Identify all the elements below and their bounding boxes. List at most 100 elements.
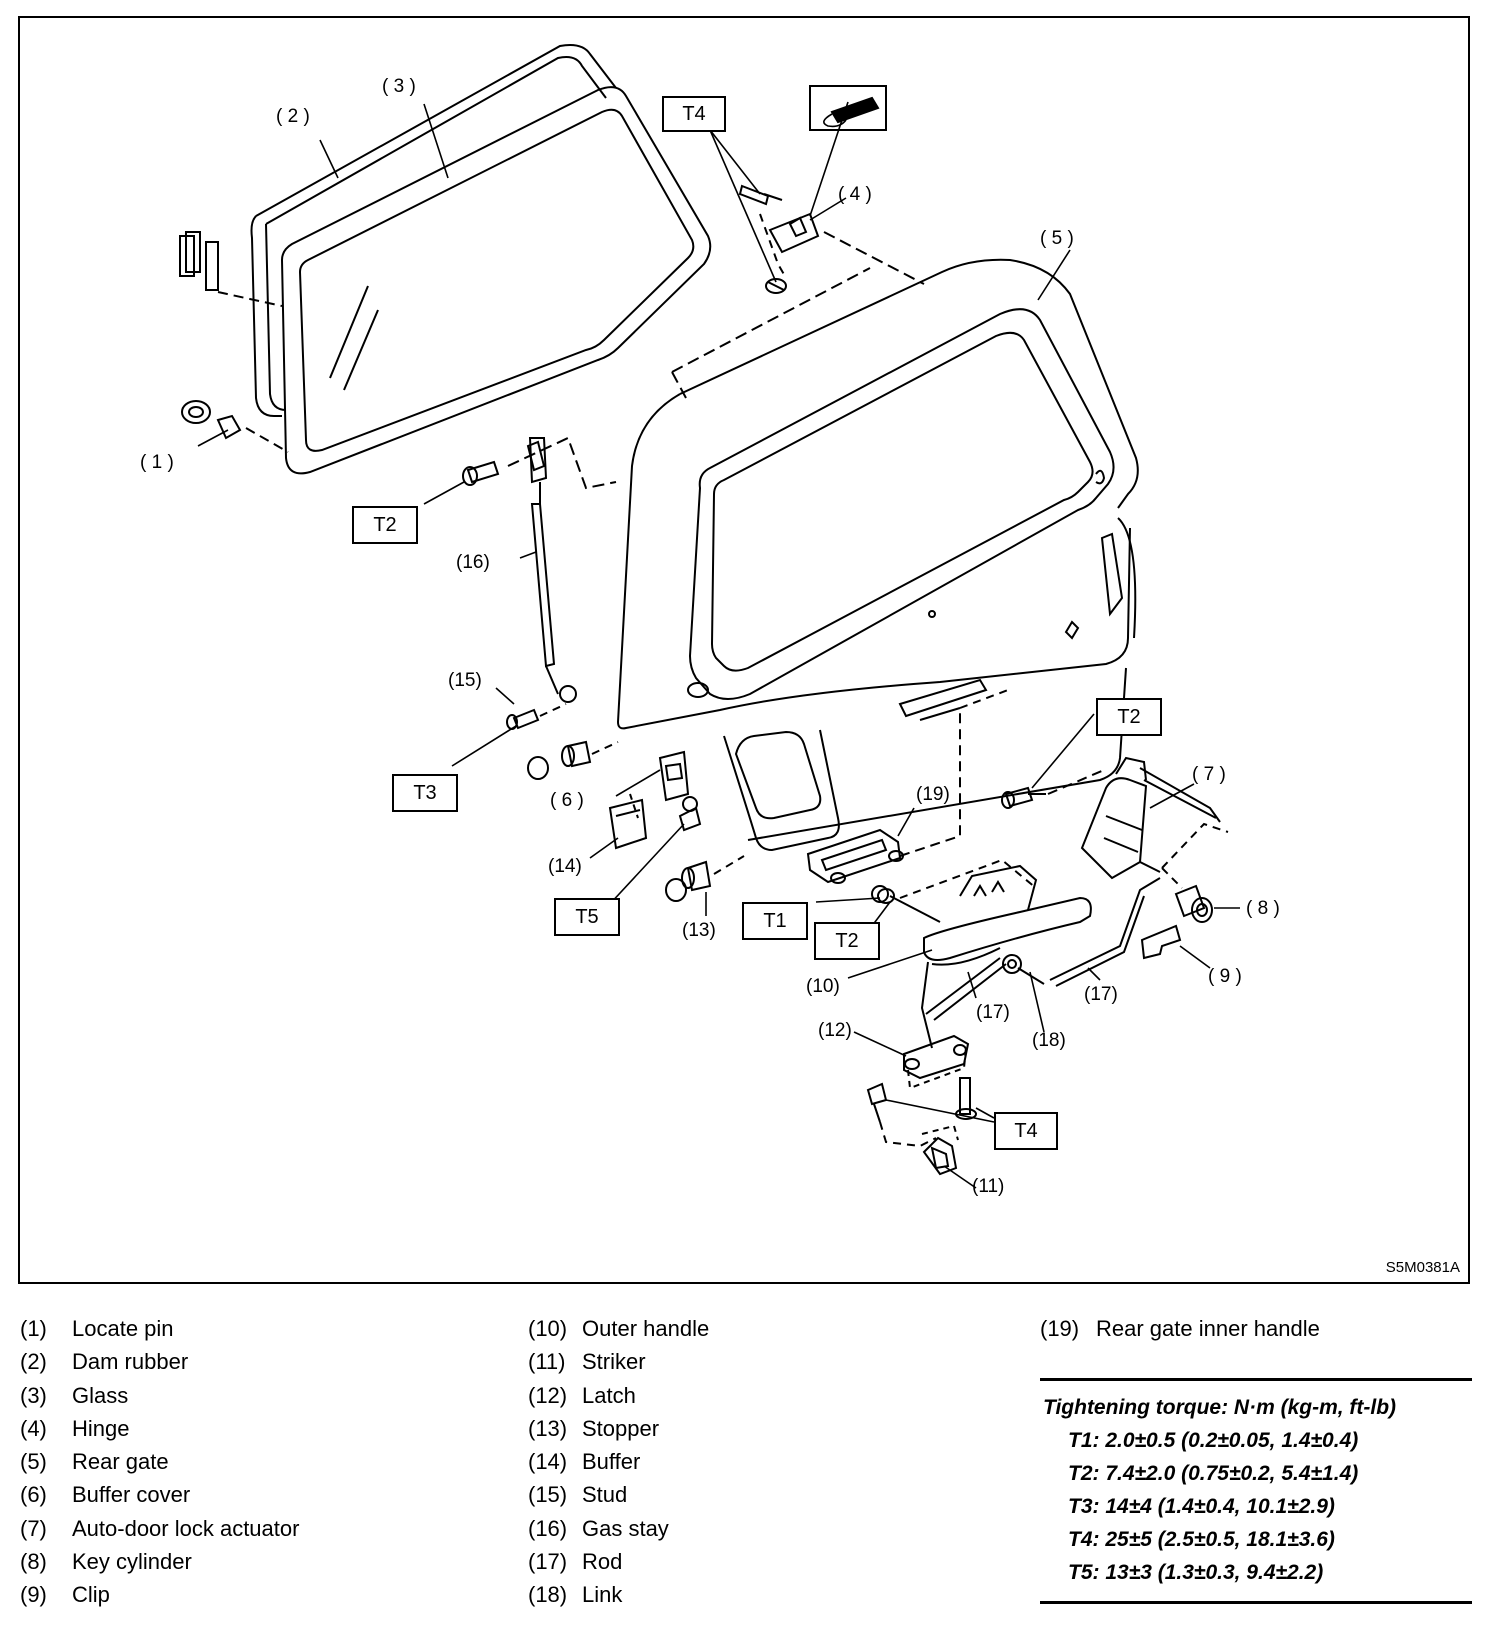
legend-number: (15): [528, 1482, 568, 1508]
legend-label: Buffer: [582, 1449, 641, 1475]
torque-box-t5: T5: [554, 898, 620, 936]
legend-number: (3): [20, 1382, 47, 1408]
legend-number: (13): [528, 1415, 568, 1441]
legend-label: Locate pin: [72, 1316, 174, 1341]
callout-3: ( 3 ): [382, 76, 416, 97]
callout-1: ( 1 ): [140, 452, 174, 473]
torque-value-t2: T2: 7.4±2.0 (0.75±0.2, 5.4±1.4): [1068, 1462, 1359, 1485]
legend-item: (13) Stopper: [528, 1412, 709, 1445]
legend-number: (4): [20, 1415, 47, 1441]
legend-item: (4) Hinge: [20, 1412, 299, 1445]
legend-item: (11) Striker: [528, 1345, 709, 1378]
legend-label: Auto-door lock actuator: [72, 1515, 300, 1541]
legend-label: Key cylinder: [72, 1549, 192, 1575]
legend-item: (19) Rear gate inner handle: [1040, 1312, 1320, 1345]
legend-label: Stud: [582, 1482, 628, 1508]
callout-8: ( 8 ): [1246, 898, 1280, 919]
callout-15: (15): [448, 670, 482, 691]
legend-column-1: (1) Locate pin (2) Dam rubber (3) Glass (4)…: [20, 1312, 299, 1612]
callout-17a: (17): [976, 1002, 1010, 1023]
legend-label: Buffer cover: [72, 1482, 191, 1508]
figure-code: S5M0381A: [1385, 1259, 1460, 1276]
callout-2: ( 2 ): [276, 106, 310, 127]
legend-number: (2): [20, 1349, 47, 1375]
legend-label: Striker: [582, 1349, 646, 1375]
legend-number: (19): [1040, 1316, 1080, 1341]
legend-number: (7): [20, 1515, 47, 1541]
torque-box-t3: T3: [392, 774, 458, 812]
torque-box-t1: T1: [742, 902, 808, 940]
callout-12: (12): [818, 1020, 852, 1041]
legend-label: Clip: [72, 1582, 110, 1608]
callout-16: (16): [456, 552, 490, 573]
legend-item: (14) Buffer: [528, 1445, 709, 1478]
callout-19: (19): [916, 784, 950, 805]
legend-item: (12) Latch: [528, 1379, 709, 1412]
key-cylinder-clip-parts: [1140, 884, 1213, 960]
legend-number: (12): [528, 1382, 568, 1408]
legend-item: (16) Gas stay: [528, 1512, 709, 1545]
legend-label: Gas stay: [582, 1515, 669, 1541]
callout-9: ( 9 ): [1208, 966, 1242, 987]
legend-item: (6) Buffer cover: [20, 1478, 299, 1511]
dam-rubber-part: [250, 44, 617, 417]
legend-number: (14): [528, 1449, 568, 1475]
legend-label: Rear gate: [72, 1449, 169, 1475]
legend-label: Rear gate inner handle: [1096, 1316, 1320, 1341]
legend-number: (8): [20, 1549, 47, 1575]
legend-item: (2) Dam rubber: [20, 1345, 299, 1378]
torque-box-t4-top: T4: [662, 96, 726, 132]
legend-item: (5) Rear gate: [20, 1445, 299, 1478]
legend-number: (18): [528, 1582, 568, 1608]
callout-18: (18): [1032, 1030, 1066, 1051]
outer-handle-latch-parts: [871, 858, 1161, 1090]
torque-value-t3: T3: 14±4 (1.4±0.4, 10.1±2.9): [1068, 1495, 1335, 1518]
legend-label: Outer handle: [582, 1316, 710, 1341]
torque-box-t2-left: T2: [352, 506, 418, 544]
legend-item: (18) Link: [528, 1578, 709, 1611]
legend-label: Latch: [582, 1382, 636, 1408]
torque-value-t5: T5: 13±3 (1.3±0.3, 9.4±2.2): [1068, 1561, 1324, 1584]
leader-lines: [197, 101, 1240, 1189]
legend-item: (1) Locate pin: [20, 1312, 299, 1345]
callout-17b: (17): [1084, 984, 1118, 1005]
striker-part: [866, 1077, 977, 1176]
callout-13: (13): [682, 920, 716, 941]
legend-number: (5): [20, 1449, 47, 1475]
legend-label: Rod: [582, 1549, 623, 1575]
legend-number: (6): [20, 1482, 47, 1508]
legend-label: Link: [582, 1582, 623, 1608]
legend-label: Glass: [72, 1382, 129, 1408]
legend-label: Hinge: [72, 1415, 130, 1441]
rear-gate-part: [616, 231, 1139, 852]
callout-4: ( 4 ): [838, 184, 872, 205]
torque-header: Tightening torque: N·m (kg-m, ft-lb): [1043, 1396, 1397, 1419]
legend-number: (10): [528, 1316, 568, 1341]
legend-number: (16): [528, 1515, 568, 1541]
legend-item: (8) Key cylinder: [20, 1545, 299, 1578]
exploded-view-drawing: [179, 44, 1240, 1189]
torque-box-t2-right: T2: [1096, 698, 1162, 736]
callout-10: (10): [806, 976, 840, 997]
torque-table: Tightening torque: N·m (kg-m, ft-lb) T1:…: [1040, 1378, 1472, 1604]
torque-value-t4: T4: 25±5 (2.5±0.5, 18.1±3.6): [1068, 1528, 1335, 1551]
legend-number: (11): [528, 1349, 566, 1375]
torque-box-t2-mid: T2: [814, 922, 880, 960]
legend-label: Stopper: [582, 1415, 660, 1441]
torque-value-t1: T1: 2.0±0.5 (0.2±0.05, 1.4±0.4): [1068, 1429, 1359, 1452]
legend-column-2: (10) Outer handle (11) Striker (12) Latch (…: [528, 1312, 709, 1612]
legend-label: Dam rubber: [72, 1349, 189, 1375]
callout-7: ( 7 ): [1192, 764, 1226, 785]
actuator-part: [1080, 756, 1229, 889]
gas-stay-part: [462, 436, 617, 703]
glass-part: [280, 86, 712, 475]
stud-stopper-buffer-parts: [506, 703, 745, 902]
legend-number: (1): [20, 1316, 47, 1341]
callout-5: ( 5 ): [1040, 228, 1074, 249]
hinge-part: [738, 184, 820, 294]
legend-number: (17): [528, 1549, 568, 1575]
legend-item: (17) Rod: [528, 1545, 709, 1578]
legend-column-3: (19) Rear gate inner handle: [1040, 1312, 1320, 1345]
torque-box-t4-bottom: T4: [994, 1112, 1058, 1150]
callout-11: (11): [972, 1176, 1005, 1197]
